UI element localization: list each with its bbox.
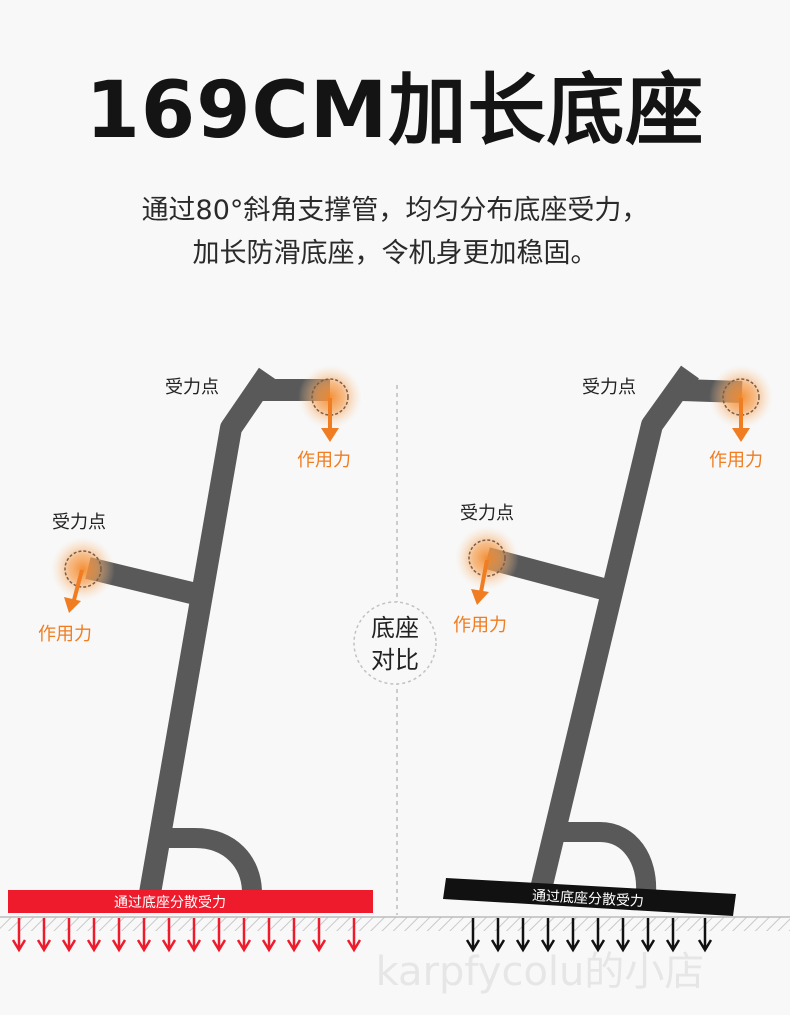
right-side-glow <box>455 526 519 590</box>
description-line-1: 通过80°斜角支撑管，均匀分布底座受力， <box>141 195 649 226</box>
compare-circle <box>353 601 437 685</box>
right-frame-base-arch <box>560 822 657 894</box>
left-frame-pole <box>139 367 278 895</box>
left-side-applied-force-label: 作用力 <box>38 624 92 645</box>
left-top-arrow-head <box>321 428 339 442</box>
left-side-force-ring <box>64 550 102 588</box>
right-machine: 通过底座分散受力 受力点 作用力 受力点 作用力 <box>443 365 773 953</box>
page-title: 169CM加长底座 <box>85 66 705 156</box>
left-machine: 通过底座分散受力 受力点 作用力 受力点 作用力 <box>8 365 373 953</box>
watermark: karpfycolu的小店 <box>376 949 705 995</box>
ground-hatch <box>0 917 790 931</box>
left-side-force-point-label: 受力点 <box>52 512 106 533</box>
left-top-applied-force-label: 作用力 <box>297 450 351 471</box>
right-base-black <box>443 878 736 916</box>
left-base-text: 通过底座分散受力 <box>114 895 226 911</box>
compare-label-line1: 底座 <box>371 614 419 642</box>
description-line-2: 加长防滑底座，令机身更加稳固。 <box>192 238 598 269</box>
left-top-force-point-label: 受力点 <box>165 377 219 398</box>
left-side-arrow-head <box>64 597 81 613</box>
right-pressure-arrows <box>465 918 713 953</box>
right-top-force-ring <box>722 378 760 416</box>
right-side-applied-force-label: 作用力 <box>453 615 507 636</box>
left-top-force-ring <box>311 378 349 416</box>
right-top-glow <box>709 365 773 429</box>
right-side-arrow-shaft <box>479 559 489 593</box>
compare-label-line2: 对比 <box>371 646 419 674</box>
right-base-text: 通过底座分散受力 <box>532 888 645 910</box>
right-frame-pole <box>529 365 699 896</box>
left-top-glow <box>298 365 362 429</box>
right-side-arrow-head <box>471 589 489 605</box>
right-top-force-point-label: 受力点 <box>582 377 636 398</box>
right-top-applied-force-label: 作用力 <box>709 450 763 471</box>
left-base-red <box>8 890 373 913</box>
left-frame-base-arch <box>165 828 262 894</box>
left-side-glow <box>51 537 115 601</box>
right-side-force-point-label: 受力点 <box>460 503 514 524</box>
right-side-force-ring <box>468 539 506 577</box>
left-side-arrow-shaft <box>72 569 84 601</box>
left-pressure-arrows <box>11 918 362 953</box>
right-top-arrow-head <box>732 428 750 442</box>
